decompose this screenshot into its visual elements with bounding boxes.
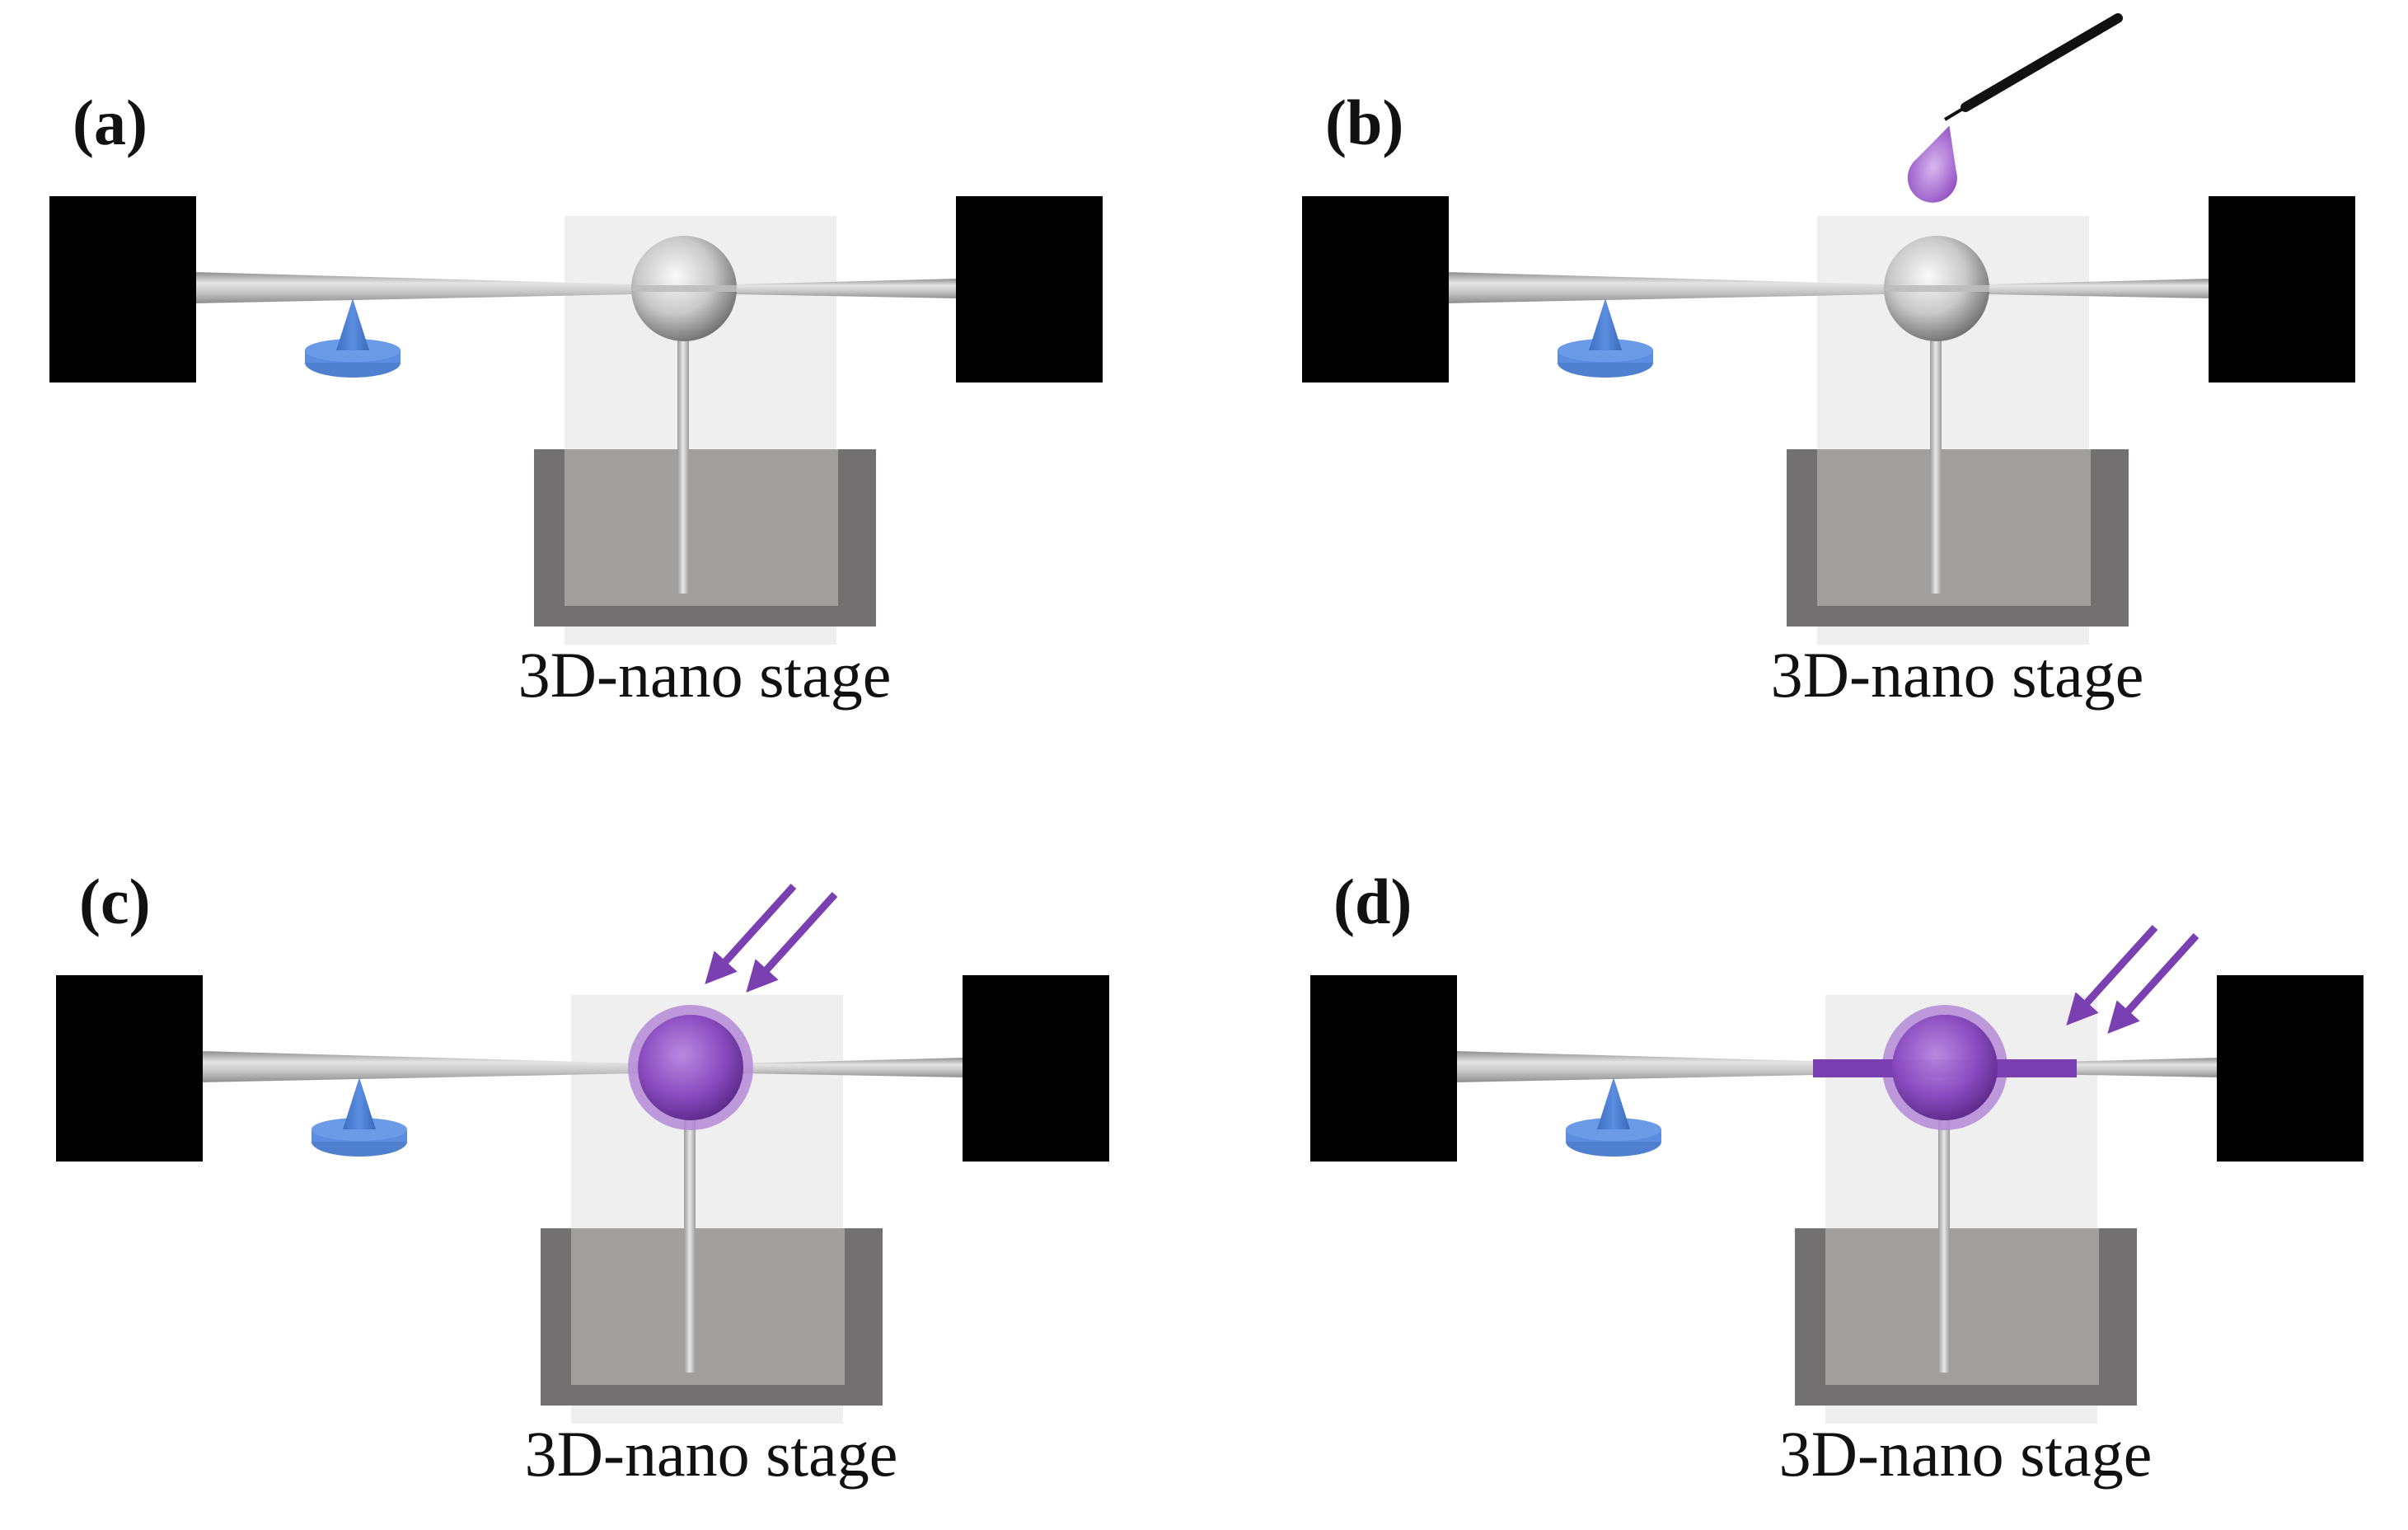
support-post <box>1930 289 1942 594</box>
clamp-left <box>1302 196 1449 382</box>
pipette-body <box>1961 13 2123 112</box>
clamp-right <box>956 196 1103 382</box>
fiber-right <box>740 1058 967 1077</box>
cone-icon <box>1589 298 1622 350</box>
pipette-tip <box>1943 103 1971 121</box>
cone-icon <box>1597 1077 1630 1129</box>
panel-a: (a) 3D-nano stage <box>49 87 1103 711</box>
panel-label-c: (c) <box>79 866 151 937</box>
nano-stage-inner <box>571 1228 845 1385</box>
nano-stage-inner <box>1817 449 2091 606</box>
uv-arrow-1 <box>705 883 797 985</box>
clamp-left <box>1310 975 1457 1162</box>
uv-arrow-2 <box>2107 932 2200 1035</box>
nano-stage-inner <box>1825 1228 2099 1385</box>
uv-arrow-1 <box>2066 924 2158 1026</box>
panel-label-b: (b) <box>1325 87 1403 158</box>
panel-label-a: (a) <box>73 87 148 158</box>
clamp-right <box>2217 975 2363 1162</box>
nano-stage-inner <box>565 449 838 606</box>
fiber-left <box>1455 1051 1895 1082</box>
clamp-left <box>56 975 203 1162</box>
fiber-left <box>1446 272 1887 303</box>
fiber-left <box>200 1051 641 1082</box>
clamp-right <box>2209 196 2355 382</box>
support-post <box>1938 1068 1950 1373</box>
coated-sphere-overlay <box>1892 1015 1998 1120</box>
panel-c: (c) 3D-nano stage <box>56 866 1109 1490</box>
stage-label-c: 3D-nano stage <box>525 1418 898 1490</box>
clamp-right <box>963 975 1109 1162</box>
fiber-through-sphere <box>633 285 737 292</box>
coated-sphere <box>638 1015 743 1120</box>
resin-droplet <box>1907 125 1957 203</box>
support-post <box>677 289 689 594</box>
fiber-right <box>733 279 960 298</box>
panel-label-d: (d) <box>1333 866 1412 937</box>
support-post <box>684 1068 696 1373</box>
stage-label-b: 3D-nano stage <box>1771 639 2144 711</box>
clamp-left <box>49 196 196 382</box>
panel-d: (d) 3D-nano stage <box>1310 866 2363 1490</box>
fiber-left <box>194 272 635 303</box>
panel-b: (b) 3D-nano stage <box>1302 13 2355 711</box>
stage-label-a: 3D-nano stage <box>518 639 892 711</box>
stage-label-d: 3D-nano stage <box>1779 1418 2153 1490</box>
fiber-through-sphere <box>1886 285 1989 292</box>
cone-icon <box>336 298 369 350</box>
uv-arrow-2 <box>746 891 838 993</box>
fiber-right <box>1986 279 2213 298</box>
cone-icon <box>343 1077 376 1129</box>
